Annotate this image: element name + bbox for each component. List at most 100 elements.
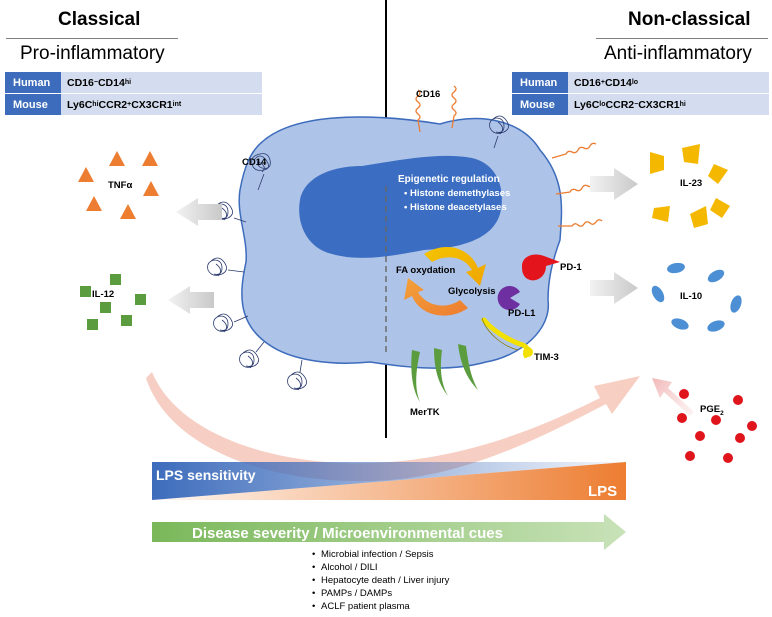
il23-shape-group bbox=[650, 144, 730, 228]
cd14-receptor bbox=[489, 115, 509, 149]
il23-shape bbox=[682, 144, 700, 164]
cue-item: Hepatocyte death / Liver injury bbox=[312, 574, 449, 587]
pge2-dot bbox=[733, 395, 743, 405]
pdl1-receptor bbox=[497, 285, 520, 310]
pdl1-label: PD-L1 bbox=[508, 308, 536, 319]
tnfa-label: TNFα bbox=[108, 180, 133, 191]
cd16-receptor bbox=[551, 142, 597, 159]
il10-ellipse bbox=[651, 285, 665, 303]
disease-severity-label: Disease severity / Microenvironmental cu… bbox=[192, 525, 503, 542]
pge2-dot-group bbox=[677, 389, 757, 463]
il23-label: IL-23 bbox=[680, 178, 703, 189]
species-label: Human bbox=[512, 72, 568, 93]
left-header-subtitle: Pro-inflammatory bbox=[20, 43, 165, 64]
mertk-receptor bbox=[434, 348, 448, 396]
pge2-dot bbox=[735, 433, 745, 443]
lps-label: LPS bbox=[588, 483, 617, 500]
tnfa-triangle bbox=[142, 151, 158, 166]
cue-item: Alcohol / DILI bbox=[312, 561, 449, 574]
epigenetic-item: • Histone deacetylases bbox=[404, 202, 507, 213]
pge2-main: PGE bbox=[700, 404, 721, 415]
lps-wedge bbox=[152, 462, 626, 500]
il12-square bbox=[80, 286, 91, 297]
il23-shape bbox=[690, 206, 708, 228]
tnfa-triangle bbox=[109, 151, 125, 166]
mertk-label: MerTK bbox=[410, 407, 440, 418]
pge2-dot bbox=[723, 453, 733, 463]
il10-label: IL-10 bbox=[680, 291, 703, 302]
right-header-subtitle: Anti-inflammatory bbox=[604, 43, 752, 64]
pge2-arrow bbox=[652, 378, 694, 416]
il10-ellipse bbox=[707, 269, 725, 283]
lps-sensitivity-label: LPS sensitivity bbox=[156, 467, 256, 483]
cd14-receptor bbox=[251, 153, 271, 191]
glycolysis-arrow bbox=[424, 246, 486, 286]
glycolysis-label: Glycolysis bbox=[448, 286, 496, 297]
mertk-receptor bbox=[411, 350, 420, 402]
fa-oxydation-arrow bbox=[404, 278, 468, 316]
cd14-receptor bbox=[207, 257, 245, 277]
il10-ellipse bbox=[730, 295, 742, 313]
epigenetic-title: Epigenetic regulation bbox=[398, 174, 500, 185]
il12-square bbox=[135, 294, 146, 305]
left-header-title: Classical bbox=[58, 9, 141, 30]
il12-square-group bbox=[80, 274, 146, 330]
pge2-dot bbox=[747, 421, 757, 431]
cd14-receptor-group bbox=[207, 115, 509, 391]
pge2-dot bbox=[685, 451, 695, 461]
pge2-dot bbox=[677, 413, 687, 423]
il23-shape bbox=[652, 206, 670, 222]
pd1-receptor bbox=[522, 254, 560, 281]
cytokine-arrow-il10 bbox=[590, 272, 638, 304]
phenotype-shift-arrow bbox=[146, 372, 640, 482]
pge2-dot bbox=[695, 431, 705, 441]
cd14-receptor bbox=[287, 359, 307, 391]
cytokine-arrow-il12 bbox=[168, 286, 214, 314]
pd1-label: PD-1 bbox=[560, 262, 582, 273]
cytokine-arrow-il23 bbox=[590, 168, 638, 200]
species-label: Mouse bbox=[512, 94, 568, 115]
il10-ellipse-group bbox=[651, 262, 742, 332]
il23-shape bbox=[710, 198, 730, 218]
il12-square bbox=[100, 302, 111, 313]
right-header-rule bbox=[596, 38, 768, 39]
tnfa-triangle bbox=[120, 204, 136, 219]
cue-item: PAMPs / DAMPs bbox=[312, 587, 449, 600]
tim3-head bbox=[523, 347, 533, 357]
epigenetic-item: • Histone demethylases bbox=[404, 188, 510, 199]
fa-oxydation-label: FA oxydation bbox=[396, 265, 456, 276]
pge2-dot bbox=[711, 415, 721, 425]
cd14-receptor bbox=[239, 341, 265, 369]
tim3-label: TIM-3 bbox=[534, 352, 559, 363]
il12-square bbox=[110, 274, 121, 285]
disease-severity-arrow bbox=[152, 514, 626, 550]
right-header-title: Non-classical bbox=[628, 9, 751, 30]
mertk-receptor bbox=[458, 344, 478, 390]
tnfa-triangle bbox=[78, 167, 94, 182]
species-label: Mouse bbox=[5, 94, 61, 115]
cd16-receptor bbox=[451, 85, 457, 129]
pge2-dot bbox=[679, 389, 689, 399]
tnfa-triangle bbox=[143, 181, 159, 196]
il12-label: IL-12 bbox=[92, 289, 115, 300]
mertk-receptor-group bbox=[411, 344, 478, 402]
tim3-stem bbox=[481, 317, 519, 351]
species-label: Human bbox=[5, 72, 61, 93]
il23-shape bbox=[650, 152, 664, 174]
il10-ellipse bbox=[707, 320, 725, 332]
tnfa-triangle-group bbox=[78, 151, 159, 219]
cue-item: ACLF patient plasma bbox=[312, 600, 449, 613]
il10-ellipse bbox=[671, 318, 689, 330]
cd14-receptor bbox=[213, 313, 249, 333]
il23-shape bbox=[708, 164, 728, 184]
